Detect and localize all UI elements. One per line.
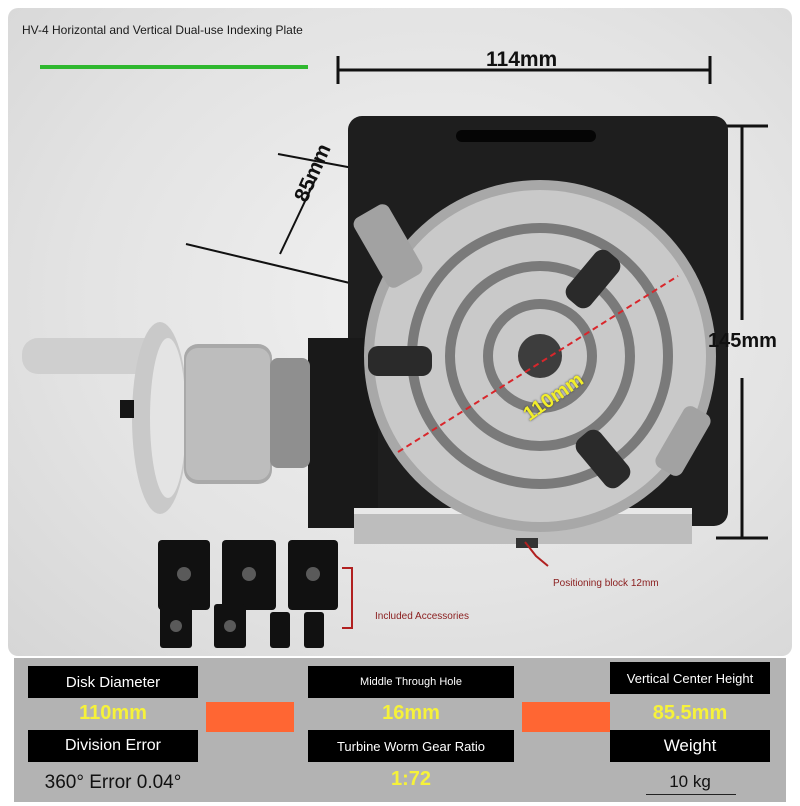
center-height-value: 85.5mm: [652, 702, 728, 724]
height-dimension-label: 145mm: [708, 330, 777, 352]
disk-diameter-label: Disk Diameter: [28, 666, 198, 698]
division-error-value: 360° Error 0.04°: [44, 772, 182, 793]
spec-panel: Disk Diameter 110mm Middle Through Hole …: [14, 658, 786, 802]
title-underline: [40, 65, 308, 69]
division-error-label: Division Error: [28, 730, 198, 762]
gear-ratio-label: Turbine Worm Gear Ratio: [308, 730, 514, 762]
indexing-plate-illustration: [22, 56, 768, 648]
disk-diameter-value: 110mm: [79, 702, 147, 724]
weight-underline: [646, 794, 736, 795]
center-height-label: Vertical Center Height: [610, 662, 770, 694]
weight-label: Weight: [610, 730, 770, 762]
accessories-note: Included Accessories: [375, 611, 469, 622]
product-photo: HV-4 Horizontal and Vertical Dual-use In…: [8, 8, 792, 656]
weight-value: 10 kg: [669, 772, 711, 791]
width-dimension-label: 114mm: [486, 48, 558, 71]
through-hole-label: Middle Through Hole: [308, 666, 514, 698]
through-hole-value: 16mm: [382, 702, 440, 724]
orange-swatch-left: [206, 702, 294, 732]
product-title: HV-4 Horizontal and Vertical Dual-use In…: [22, 23, 303, 37]
orange-swatch-right: [522, 702, 610, 732]
gear-ratio-value: 1:72: [390, 768, 432, 790]
positioning-block-note: Positioning block 12mm: [553, 578, 659, 589]
